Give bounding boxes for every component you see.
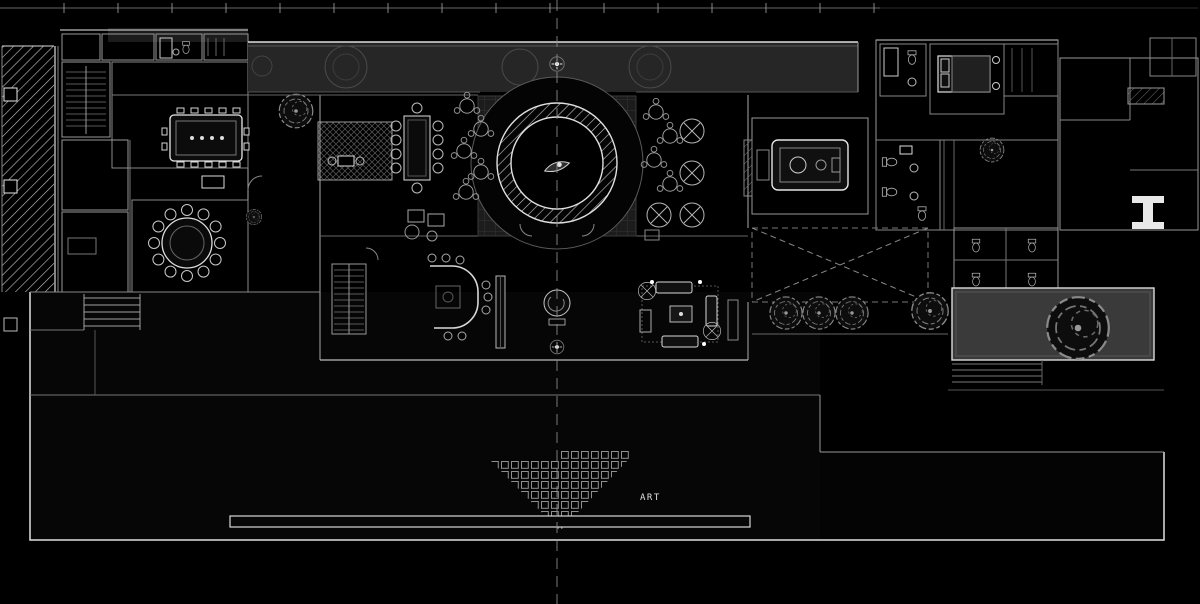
art-label: ART xyxy=(640,493,661,503)
tree-icon xyxy=(911,292,949,330)
pool-steps xyxy=(952,363,1042,383)
bathtub xyxy=(883,47,899,77)
stairs-upper-left xyxy=(61,61,111,138)
bookshelf xyxy=(495,275,506,349)
reception-desk xyxy=(201,175,225,189)
bathroom-top xyxy=(879,43,927,97)
i-column xyxy=(1132,196,1164,229)
pool xyxy=(948,287,1164,391)
bar-counter xyxy=(427,253,493,341)
reflecting-pool-bar xyxy=(229,515,751,528)
grid-ticks xyxy=(0,3,1198,13)
door-arc xyxy=(581,223,595,237)
tree-icon xyxy=(278,93,314,129)
door-arc xyxy=(519,223,533,237)
tree-icon xyxy=(835,296,869,330)
tree-icon xyxy=(802,296,836,330)
conference-chairs xyxy=(161,107,250,168)
living-room-set xyxy=(637,280,722,348)
dining-area-left xyxy=(390,91,495,242)
lounge-wing xyxy=(331,247,739,355)
terrace-steps xyxy=(83,294,141,395)
tree-icon xyxy=(769,296,803,330)
closet-lines xyxy=(1011,48,1033,92)
bathtub xyxy=(159,37,173,59)
upper-left-wing xyxy=(57,29,263,293)
sofa xyxy=(705,295,718,327)
right-wing xyxy=(875,39,1059,293)
door-arc xyxy=(247,175,263,191)
far-right-building xyxy=(1059,37,1199,231)
media-room xyxy=(743,117,869,215)
conference-room xyxy=(111,61,250,169)
billiard-table xyxy=(771,139,849,191)
plaza-outline xyxy=(29,291,1165,541)
dining-chairs xyxy=(390,102,444,194)
door-arc xyxy=(365,247,379,261)
sofa xyxy=(661,335,699,348)
side-desk xyxy=(756,149,770,181)
cabinet xyxy=(727,299,739,341)
sofa xyxy=(655,281,693,294)
small-tree-icon xyxy=(246,209,262,225)
conference-table xyxy=(169,114,243,162)
sink xyxy=(907,77,917,87)
grand-piano xyxy=(543,289,571,326)
gallery-corridor xyxy=(248,41,859,93)
large-tree-icon xyxy=(1046,296,1110,360)
tree-icon xyxy=(979,137,1005,163)
stairs-lower xyxy=(331,263,367,335)
armchair xyxy=(639,309,652,333)
amphitheater-seating xyxy=(489,459,629,531)
amphitheater: ART xyxy=(489,450,661,531)
cafe-table xyxy=(337,155,355,167)
table-dots xyxy=(190,136,224,140)
round-dining-table xyxy=(131,199,249,293)
courtyard xyxy=(751,227,948,335)
dining-area-right xyxy=(640,97,705,241)
closet-lines xyxy=(207,38,225,56)
sink xyxy=(172,48,180,56)
bedroom xyxy=(929,43,1005,115)
exterior-hatched-wall xyxy=(1,45,56,332)
